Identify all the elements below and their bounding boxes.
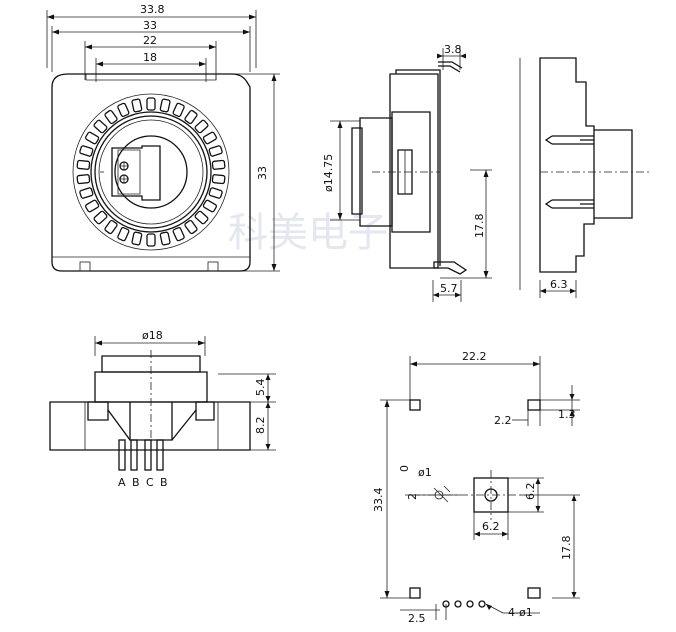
detent-slot — [202, 199, 218, 213]
detent-slot — [159, 98, 171, 113]
detent-slot — [208, 187, 223, 199]
dim-fp-height: 33.4 — [372, 488, 385, 513]
pin — [118, 439, 126, 471]
detent-slot — [184, 219, 198, 235]
dim-fp-width: 22.2 — [462, 350, 487, 363]
dim-fp-pin-pitch: 2.5 — [408, 612, 426, 625]
detent-slot — [172, 102, 185, 117]
detent-slot — [84, 199, 100, 213]
pin-hole — [478, 600, 486, 608]
dim-top-height: 33 — [256, 166, 269, 180]
detent-slot — [172, 227, 185, 242]
pin-hole — [454, 600, 462, 608]
dim-top-body: 33 — [143, 19, 157, 32]
pin-label: B — [132, 476, 140, 489]
detent-slot — [84, 131, 100, 145]
dim-side-bottom: 5.7 — [440, 282, 458, 295]
detent-slot — [194, 210, 209, 225]
dim-fp-right-offset: 2.2 — [494, 414, 512, 427]
detent-slots — [76, 97, 226, 247]
detent-slot — [202, 131, 218, 145]
pin-hole — [466, 600, 474, 608]
dim-fp-pin-holes: 4-ø1 — [508, 606, 533, 619]
detent-slot — [159, 231, 171, 246]
dim-top-center: 18 — [143, 51, 157, 64]
pins — [118, 439, 164, 471]
detent-slot — [184, 109, 198, 125]
dim-top-overall: 33.8 — [140, 3, 165, 16]
dim-front-upper: 5.4 — [254, 379, 267, 397]
dim-fp-hole-label: ø1 — [418, 466, 432, 479]
pin — [130, 439, 138, 471]
detent-slot — [93, 119, 108, 134]
detent-slot — [104, 109, 118, 125]
pin — [144, 439, 152, 471]
pin-hole — [442, 600, 450, 608]
footprint-view: 22.2 33.4 2.2 1.3 6.2 6.2 ø1 0 2 17.8 2.… — [372, 350, 580, 625]
watermark-text: 科美电子 — [228, 210, 388, 256]
detent-slot — [146, 233, 156, 247]
dim-front-lower: 8.2 — [254, 417, 267, 435]
dim-side-height: 17.8 — [473, 214, 486, 239]
detent-slot — [117, 227, 130, 242]
detent-slot — [208, 145, 223, 157]
dim-top-inner: 22 — [143, 34, 157, 47]
dim-fp-right-height: 17.8 — [560, 536, 573, 561]
detent-slot — [93, 210, 108, 225]
detent-slot — [79, 187, 94, 199]
detent-slot — [104, 219, 118, 235]
detent-slot — [211, 159, 226, 170]
dim-fp-hole-gap: 2 — [406, 493, 419, 500]
pin — [156, 439, 164, 471]
pin-label: B — [160, 476, 168, 489]
detent-slot — [194, 119, 209, 134]
detent-slot — [117, 102, 130, 117]
detent-slot — [76, 174, 91, 185]
detent-slot — [79, 145, 94, 157]
pin-label: C — [146, 476, 154, 489]
dim-side-diameter: ø14.75 — [322, 154, 335, 192]
right-view: 6.3 — [519, 57, 650, 298]
top-view: 33.8 33 22 18 33 — [46, 3, 280, 272]
detent-slot — [146, 97, 156, 111]
dim-fp-right-small: 1.3 — [558, 408, 576, 421]
dim-fp-square-w: 6.2 — [482, 520, 500, 533]
dim-right-bottom: 6.3 — [550, 278, 568, 291]
dim-fp-square-h: 6.2 — [524, 483, 537, 501]
detent-slot — [76, 159, 91, 170]
detent-slot — [131, 98, 143, 113]
pin-hole-row — [442, 600, 486, 608]
detent-slot — [131, 231, 143, 246]
detent-slot — [211, 174, 226, 185]
pin-label: A — [118, 476, 126, 489]
dim-fp-hole-left: 0 — [398, 465, 411, 472]
dim-side-top: 3.8 — [444, 43, 462, 56]
dim-front-diameter: ø18 — [142, 329, 163, 342]
side-view: 3.8 ø14.75 17.8 5.7 — [322, 43, 492, 302]
